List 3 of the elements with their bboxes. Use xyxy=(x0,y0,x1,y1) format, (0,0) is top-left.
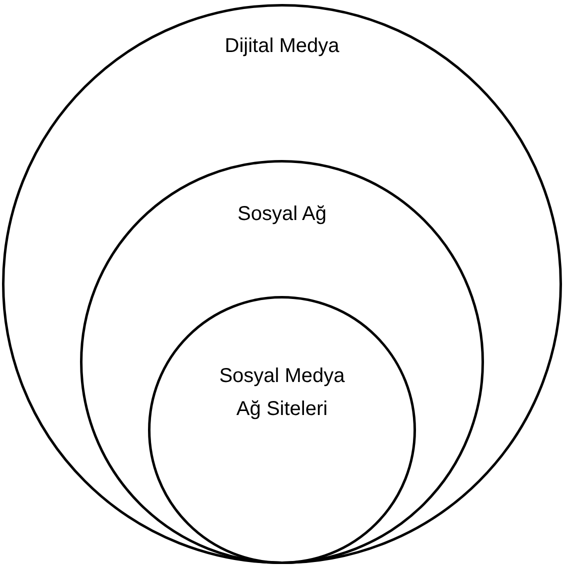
circle-label: Sosyal Medya Ağ Siteleri xyxy=(218,364,346,422)
circle-label: Sosyal Ağ xyxy=(236,202,328,227)
circle-label: Dijital Medya xyxy=(224,34,340,59)
